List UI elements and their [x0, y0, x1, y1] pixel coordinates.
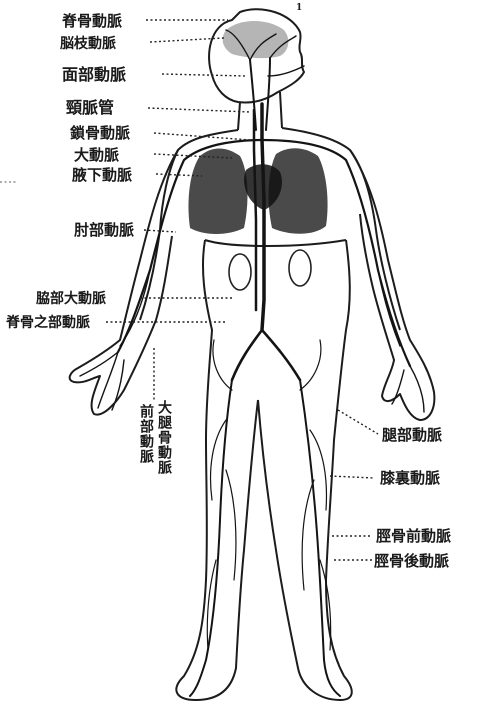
- label-elbow-artery: 肘部動脈: [74, 221, 134, 239]
- left-arm-outline: [70, 150, 178, 415]
- label-jugular-vessel: 頸脈管: [66, 98, 114, 117]
- leader-4: [148, 108, 250, 112]
- left-lung: [188, 149, 247, 235]
- corner-mark: 1: [296, 3, 302, 13]
- label-popliteal-artery: 膝裏動脈: [380, 469, 440, 487]
- label-anterior-tibial-artery: 脛骨前動脈: [376, 527, 451, 545]
- neck-outline: [238, 92, 282, 130]
- vessel-network: [80, 30, 424, 696]
- leader-lines: [0, 20, 378, 560]
- leader-3: [162, 74, 246, 76]
- labels-center-vertical: 大腿骨動脈 前部動脈: [138, 399, 172, 475]
- labels-left: 脊骨動脈 脳枝動脈 面部動脈 頸脈管 鎖骨動脈 大動脈 腋下動脈 肘部動脈 脇部…: [5, 12, 134, 331]
- label-axillary-artery: 腋下動脈: [72, 166, 132, 184]
- label-aorta: 大動脈: [74, 146, 119, 164]
- left-kidney: [229, 254, 251, 290]
- brain-vessels: [223, 21, 289, 58]
- right-kidney: [289, 250, 311, 286]
- label-cerebral-branch-artery: 脳枝動脈: [60, 35, 116, 52]
- aorta-trunk: [262, 104, 264, 330]
- label-posterior-tibial-artery: 脛骨後動脈: [374, 552, 449, 570]
- label-femoral-column-2: 前部動脈: [138, 403, 154, 464]
- waist-outline: [205, 240, 346, 246]
- label-subclavian-artery: 鎖骨動脈: [70, 124, 130, 142]
- right-forearm-vessels: [378, 270, 424, 412]
- label-spinal-artery: 脊骨動脈: [61, 12, 122, 30]
- right-arm-outline: [350, 150, 434, 420]
- label-facial-artery: 面部動脈: [62, 65, 126, 84]
- label-thigh-artery: 腿部動脈: [382, 426, 442, 444]
- label-femoral-column-1: 大腿骨動脈: [156, 399, 172, 475]
- leader-r1: [338, 410, 378, 434]
- label-spinal-section-artery: 脊骨之部動脈: [5, 314, 90, 331]
- iliac: [232, 330, 300, 380]
- leader-r2: [330, 476, 374, 478]
- label-flank-aorta: 脇部大動脈: [36, 290, 106, 307]
- body-outline: [70, 9, 435, 700]
- labels-right: 腿部動脈 膝裏動脈 脛骨前動脈 脛骨後動脈: [374, 426, 451, 570]
